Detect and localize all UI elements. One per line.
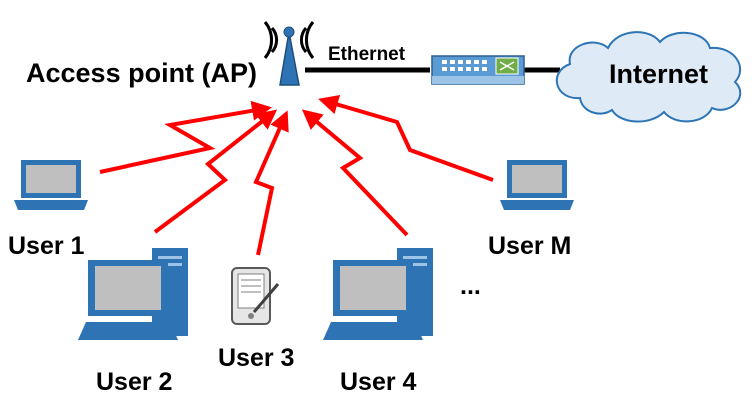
wireless-links — [99, 94, 494, 256]
pda-icon — [231, 267, 280, 325]
wireless-link-user-4 — [301, 109, 409, 237]
desktop-computer-icon — [78, 248, 188, 340]
user-label-1: User 1 — [8, 232, 85, 260]
laptop-icon — [14, 160, 88, 210]
access-point-icon — [263, 21, 315, 86]
wireless-link-user-2 — [153, 109, 278, 234]
access-point-label: Access point (AP) — [26, 58, 258, 88]
desktop-computer-icon — [323, 248, 433, 340]
laptop-icon — [500, 160, 574, 210]
user-label-3: User 3 — [218, 344, 295, 372]
internet-cloud-icon — [555, 31, 742, 123]
ellipsis-label: ... — [460, 272, 481, 300]
wireless-link-user-1 — [99, 100, 272, 174]
user-label-4: User 4 — [340, 368, 417, 396]
ethernet-label: Ethernet — [328, 44, 406, 65]
wireless-link-user-m — [318, 94, 494, 182]
user-label-2: User 2 — [96, 368, 173, 396]
wireless-link-user-3 — [253, 110, 289, 256]
user-label-m: User M — [488, 232, 572, 260]
router-icon — [431, 55, 525, 85]
internet-label: Internet — [609, 59, 709, 89]
